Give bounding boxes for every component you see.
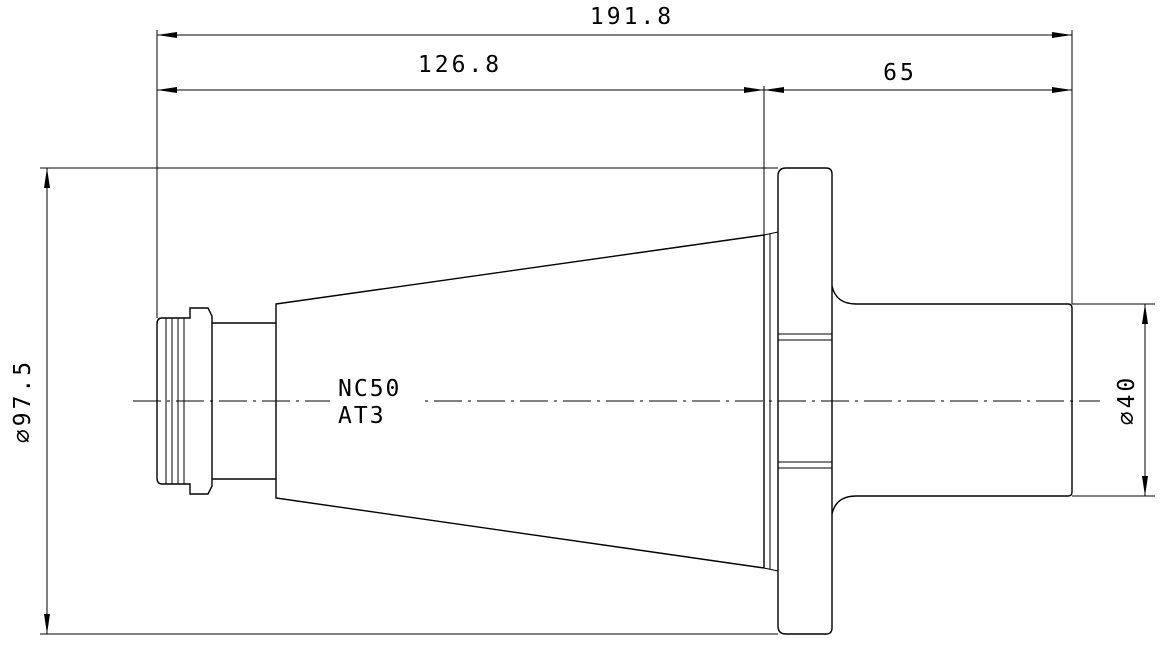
flange-diameter-label: ⌀97.5	[10, 359, 36, 443]
dimension-shank-length: 65	[764, 60, 1072, 93]
shank	[831, 285, 1073, 515]
taper-length-label: 126.8	[418, 52, 502, 78]
dimension-overall-length: 191.8	[157, 4, 1072, 38]
retention-type-label: AT3	[338, 403, 386, 429]
pull-stud	[156, 307, 276, 495]
extension-lines	[40, 30, 1155, 635]
taper-body	[275, 231, 779, 572]
dimension-shank-diameter: ⌀40	[1114, 304, 1148, 496]
taper-standard-label: NC50	[338, 376, 401, 402]
dimension-taper-length: 126.8	[157, 52, 764, 93]
dimension-flange-diameter: ⌀97.5	[10, 168, 50, 634]
shank-length-label: 65	[883, 60, 917, 86]
shank-diameter-label: ⌀40	[1114, 375, 1140, 426]
label-background	[330, 374, 420, 432]
flange	[777, 167, 833, 635]
overall-length-label: 191.8	[590, 4, 674, 30]
